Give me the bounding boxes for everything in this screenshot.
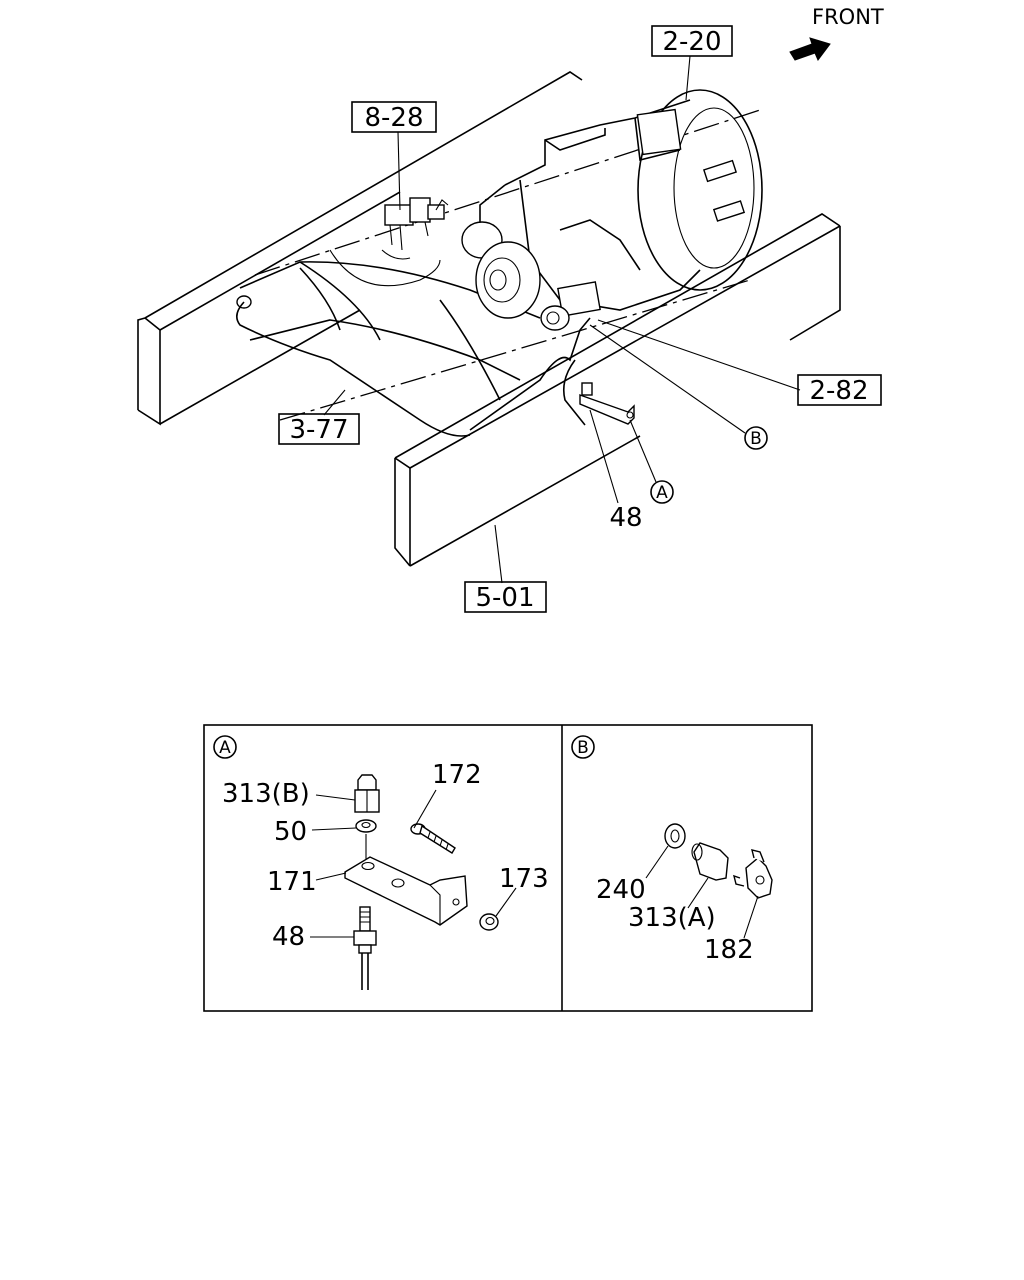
main-assembly-drawing: 2-20 8-28 2-82 3-77 5-01 A B 48 xyxy=(137,25,882,613)
detail-a: A xyxy=(213,735,549,990)
ref-box-5-01[interactable]: 5-01 xyxy=(464,581,547,613)
part-48-detail-label: 48 xyxy=(272,922,305,952)
detail-panels xyxy=(203,724,813,1012)
right-frame-rail xyxy=(394,213,841,567)
leader-171 xyxy=(315,872,347,881)
part-182-union xyxy=(733,849,773,939)
pipe-48 xyxy=(469,317,635,431)
front-label: FRONT xyxy=(812,5,884,29)
part-313b-label: 313(B) xyxy=(222,779,310,809)
part-48-fitting xyxy=(353,906,377,990)
callout-a[interactable]: A xyxy=(650,480,674,504)
part-313a-connector xyxy=(687,842,729,909)
ref-box-8-28-label: 8-28 xyxy=(364,103,423,133)
part-313b-connector xyxy=(354,774,380,813)
part-173-nut xyxy=(479,887,517,931)
detail-b-title-label: B xyxy=(577,738,589,758)
ref-box-2-20-label: 2-20 xyxy=(662,27,721,57)
part-313a-label: 313(A) xyxy=(628,903,716,933)
ref-box-2-82[interactable]: 2-82 xyxy=(797,374,882,406)
ref-box-2-20[interactable]: 2-20 xyxy=(651,25,733,57)
part-171-label: 171 xyxy=(267,867,317,897)
part-50-label: 50 xyxy=(274,817,307,847)
part-240-label: 240 xyxy=(596,875,646,905)
part-172-bolt xyxy=(410,789,456,854)
leader-313b xyxy=(315,794,356,801)
detail-b-title: B xyxy=(571,735,595,759)
front-arrow-icon xyxy=(789,37,831,61)
valve-assembly xyxy=(381,197,449,260)
detail-a-title-label: A xyxy=(219,738,231,758)
leader-50 xyxy=(311,827,357,831)
part-50-nut xyxy=(355,819,377,833)
transmission xyxy=(461,89,763,331)
center-line-2 xyxy=(279,279,751,421)
part-172-label: 172 xyxy=(432,760,482,790)
part-240-washer xyxy=(645,823,686,879)
leader-lines xyxy=(323,55,801,584)
part-182-label: 182 xyxy=(704,935,754,965)
callout-a-label: A xyxy=(656,483,668,503)
ref-box-8-28[interactable]: 8-28 xyxy=(351,101,437,133)
cross-member xyxy=(239,261,541,401)
part-173-label: 173 xyxy=(499,864,549,894)
callout-b-label: B xyxy=(750,429,762,449)
ref-box-2-82-label: 2-82 xyxy=(809,376,868,406)
pipe-3-77 xyxy=(236,249,471,437)
detail-a-title: A xyxy=(213,735,237,759)
ref-box-5-01-label: 5-01 xyxy=(475,583,534,613)
left-frame-rail xyxy=(137,71,583,426)
part-48-label: 48 xyxy=(609,503,642,533)
ref-box-3-77-label: 3-77 xyxy=(289,415,348,445)
ref-box-3-77[interactable]: 3-77 xyxy=(278,413,360,445)
part-171-bracket xyxy=(344,856,468,926)
front-indicator: FRONT xyxy=(789,5,884,61)
callout-b[interactable]: B xyxy=(744,426,768,450)
detail-b: B 240 313(A) 182 xyxy=(571,735,773,965)
